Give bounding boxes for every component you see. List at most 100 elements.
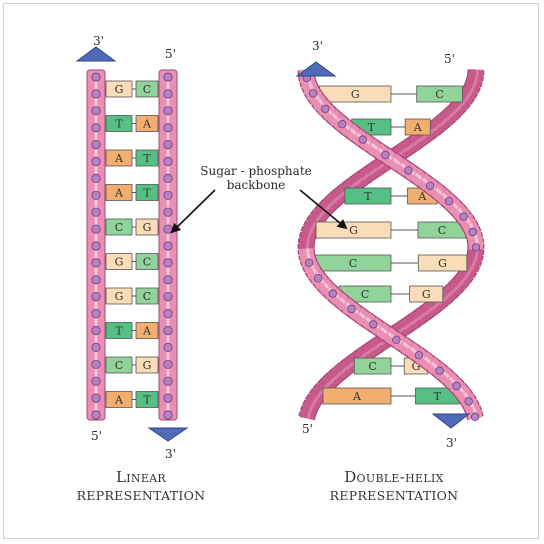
linear-base-left: [105, 287, 133, 305]
linear-left-phosphate: [91, 72, 101, 82]
helix-phosphate: [464, 397, 473, 406]
helix-strand-highlight-a: [424, 307, 434, 316]
linear-left-phosphate: [91, 156, 101, 167]
helix-strand-highlight-b: [316, 212, 324, 221]
helix-base-right-letter: C: [435, 88, 443, 101]
helix-phosphate: [347, 304, 356, 314]
helix-base-left-letter: A: [352, 390, 362, 403]
helix-base-left: [344, 187, 392, 205]
helix-phosphate: [369, 320, 378, 329]
helix-strand-highlight-a: [454, 282, 462, 291]
helix-strand-highlight-b: [368, 167, 378, 177]
linear-base-left-letter: G: [115, 290, 124, 303]
helix-base-right: [409, 285, 444, 303]
linear-left-phosphate: [91, 342, 101, 352]
linear-right-phosphate: [163, 123, 173, 133]
helix-phosphate: [404, 166, 413, 175]
linear-caption-line-2: REPRESENTATION: [76, 488, 206, 503]
helix-strand-highlight-a: [328, 376, 337, 385]
helix-strand-highlight-b: [470, 83, 476, 91]
linear-base-left: [105, 184, 133, 201]
linear-base-left: [105, 218, 133, 236]
helix-strand-highlight-b: [468, 88, 474, 97]
helix-strand-highlight-b: [456, 103, 464, 112]
linear-base-left-letter: C: [115, 359, 123, 372]
linear-left-phosphate: [91, 359, 101, 369]
helix-strand-highlight-a: [315, 391, 322, 400]
helix-phosphate: [338, 119, 347, 129]
helix-strand-highlight-a: [470, 262, 476, 270]
linear-right-phosphate: [163, 140, 173, 150]
helix-strand-highlight-b: [375, 162, 385, 172]
helix-phosphate: [468, 227, 478, 237]
helix-strand-highlight-a: [309, 402, 316, 410]
helix-strand-highlight-a: [472, 257, 478, 265]
linear-caption: Linear REPRESENTATION: [46, 468, 236, 503]
linear-base-right: [135, 149, 159, 167]
helix-base-right: [416, 85, 463, 103]
helix-base-right: [404, 118, 431, 136]
linear-base-right: [135, 253, 159, 270]
linear-base-left: [105, 80, 133, 98]
linear-left-phosphate: [91, 224, 101, 234]
linear-left-phosphate: [91, 241, 101, 251]
linear-base-right-letter: G: [143, 221, 152, 234]
helix-base-left-letter: T: [368, 121, 376, 134]
linear-right-phosphate: [163, 241, 173, 251]
helix-strand-highlight-a: [467, 267, 473, 276]
linear-base-right: [135, 287, 159, 305]
helix-base-left-letter: G: [349, 224, 358, 237]
linear-base-right: [135, 218, 159, 236]
annotation-arrow-left: [170, 189, 216, 234]
linear-right-phosphate: [163, 156, 173, 167]
helix-strand-highlight-b: [412, 137, 422, 147]
linear-right-phosphate: [163, 275, 173, 285]
helix-strand-highlight-a: [417, 311, 427, 321]
linear-base-right-letter: T: [143, 187, 151, 200]
linear-right-phosphate: [163, 376, 173, 386]
helix-base-right-letter: T: [434, 390, 442, 403]
helix-base-left: [353, 357, 392, 375]
linear-base-right: [135, 356, 159, 374]
linear-right-phosphate: [163, 190, 173, 200]
helix-front-strand: [297, 69, 485, 421]
helix-phosphate: [444, 196, 454, 206]
helix-phosphate: [358, 135, 367, 144]
linear-base-right: [135, 322, 159, 339]
helix-strand-highlight-b: [335, 192, 344, 201]
linear-base-right-letter: C: [143, 290, 151, 303]
helix-strand-highlight-a: [312, 396, 319, 405]
linear-left-phosphate: [91, 207, 101, 217]
linear-right-phosphate: [163, 89, 173, 99]
linear-left-phosphate: [91, 410, 101, 420]
linear-right-phosphate: [163, 410, 173, 420]
figure-border: [3, 3, 539, 539]
linear-left-phosphate: [91, 258, 101, 268]
linear-right-phosphate: [163, 325, 173, 336]
helix-strand-highlight-a: [449, 287, 457, 296]
linear-right-phosphate: [163, 393, 173, 403]
annotation-line-2: backbone: [227, 178, 286, 192]
linear-base-left: [105, 149, 133, 167]
linear-left-phosphate: [91, 89, 101, 99]
linear-base-left-letter: A: [114, 152, 124, 165]
backbone-annotation: Sugar - phosphate backbone: [170, 164, 348, 234]
linear-base-left: [105, 253, 133, 270]
helix-strand-highlight-a: [459, 277, 467, 286]
helix-strand-highlight-a: [410, 316, 420, 326]
helix-phosphate: [328, 289, 337, 298]
helix-strand-highlight-a: [333, 371, 342, 380]
linear-right-phosphate: [163, 224, 173, 234]
linear-right-phosphate: [163, 308, 173, 319]
helix-caption-line-1: Double-helix: [344, 468, 444, 486]
helix-strand-highlight-b: [460, 98, 468, 107]
